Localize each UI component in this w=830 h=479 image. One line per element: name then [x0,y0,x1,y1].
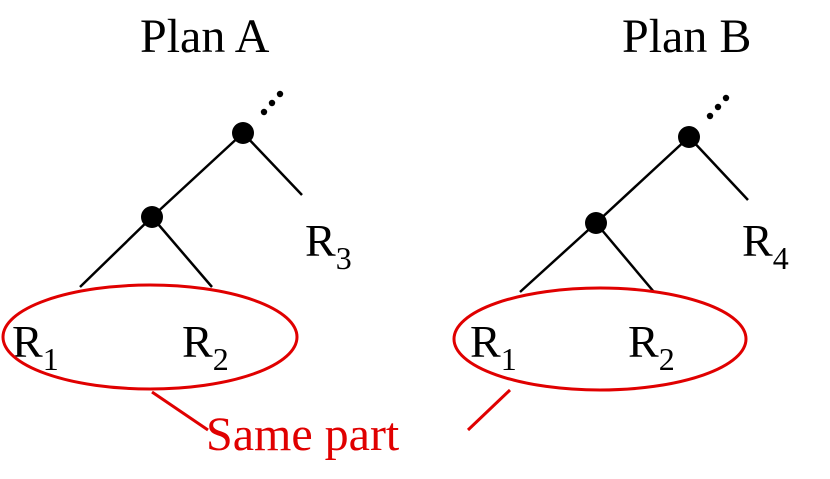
plan-b-join-node [585,212,607,234]
annotation-pointer-right [466,388,512,432]
plan-b-title: Plan B [622,10,751,63]
plan-a-edge-root-r3 [242,132,303,196]
plan-a-leaf-r3: R3 [305,215,352,276]
plan-b-edge-join-r2 [595,222,655,293]
plan-a-edge-root-join [151,132,244,218]
plan-b-continuation-dots [706,94,730,120]
plan-a-continuation-dots [260,90,284,116]
plan-a-edge-join-r1 [79,216,153,288]
plan-b-edge-root-join [595,136,690,224]
plan-a-root-node [232,122,254,144]
plan-b-leaf-r2: R2 [628,316,675,377]
annotation-pointer-left [151,390,209,432]
plan-b: Plan B R4 R1 R2 [452,10,789,392]
plan-a-edge-join-r2 [151,216,213,288]
plan-a-shared-subtree-ellipse [1,283,299,391]
plan-b-leaf-r4: R4 [742,215,789,276]
plan-b-leaf-r1: R1 [470,316,517,377]
plan-a-join-node [141,206,163,228]
plan-a-title: Plan A [140,10,270,63]
plan-a-leaf-r1: R1 [12,316,59,377]
annotation-label: Same part [206,408,400,461]
plan-a: Plan A R3 R1 R2 [1,10,352,391]
plan-a-leaf-r2: R2 [182,316,229,377]
plan-b-root-node [678,126,700,148]
same-part-annotation: Same part [151,388,512,461]
plan-b-edge-join-r1 [519,222,597,293]
plan-b-edge-root-r4 [688,136,749,201]
plan-b-shared-subtree-ellipse [452,286,748,392]
